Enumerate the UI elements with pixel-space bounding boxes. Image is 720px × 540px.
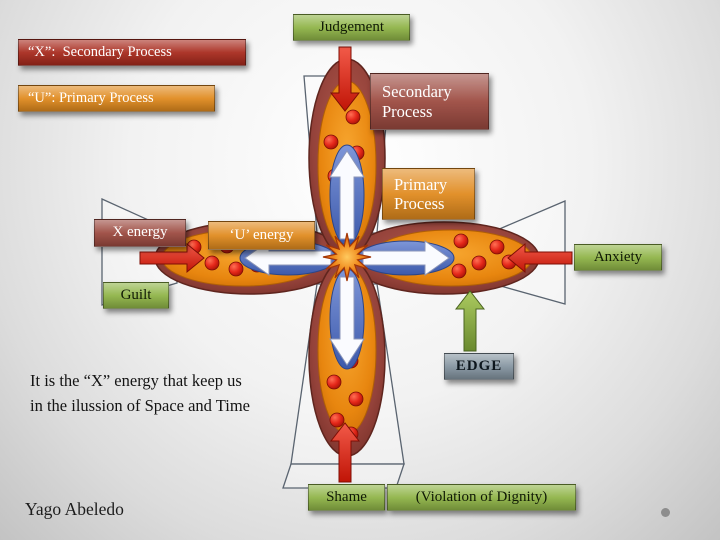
petal-right <box>348 221 540 295</box>
energy-dot <box>326 374 342 390</box>
edge-label: EDGE <box>444 353 514 380</box>
legend-u-box: “U”: Primary Process <box>18 85 215 112</box>
x-energy-arrow-right-icon <box>139 242 205 274</box>
guilt-label: Guilt <box>103 282 169 309</box>
x-energy-label: X energy <box>94 219 186 247</box>
energy-dot <box>345 109 361 125</box>
judgement-arrow-down-icon <box>329 46 361 112</box>
caption-line-2: in the ilussion of Space and Time <box>30 395 250 415</box>
anxiety-arrow-left-icon <box>507 242 573 274</box>
center-starburst-icon <box>322 232 372 282</box>
energy-dot <box>329 412 345 428</box>
shame-arrow-up-icon <box>329 422 361 483</box>
white-arrow-up-icon <box>329 150 365 240</box>
caption-text: It is the “X” energy that keep us in the… <box>30 369 250 419</box>
u-energy-label: ‘U’ energy <box>208 221 315 250</box>
energy-dot <box>453 233 469 249</box>
shame-label: Shame <box>308 484 385 511</box>
anxiety-label: Anxiety <box>574 244 662 271</box>
energy-dot <box>348 391 364 407</box>
bullet-dot <box>661 508 670 517</box>
energy-dot <box>451 263 467 279</box>
petal-bottom <box>308 257 386 457</box>
white-arrow-down-icon <box>329 276 365 366</box>
author-credit: Yago Abeledo <box>25 499 124 519</box>
energy-dot <box>204 255 220 271</box>
petal-top <box>308 58 386 258</box>
secondary-process-label: Secondary Process <box>370 73 489 130</box>
energy-dot <box>228 261 244 277</box>
violation-label: (Violation of Dignity) <box>387 484 576 511</box>
primary-process-label: Primary Process <box>382 168 475 220</box>
judgement-label: Judgement <box>293 14 410 41</box>
external-arrows <box>139 46 573 483</box>
caption-line-1: It is the “X” energy that keep us <box>30 371 242 390</box>
energy-dot <box>323 134 339 150</box>
energy-dot <box>489 239 505 255</box>
legend-x-box: “X”: Secondary Process <box>18 39 246 66</box>
edge-arrow-up-icon <box>454 290 486 352</box>
white-arrow-right-icon <box>362 240 450 276</box>
energy-dot <box>471 255 487 271</box>
